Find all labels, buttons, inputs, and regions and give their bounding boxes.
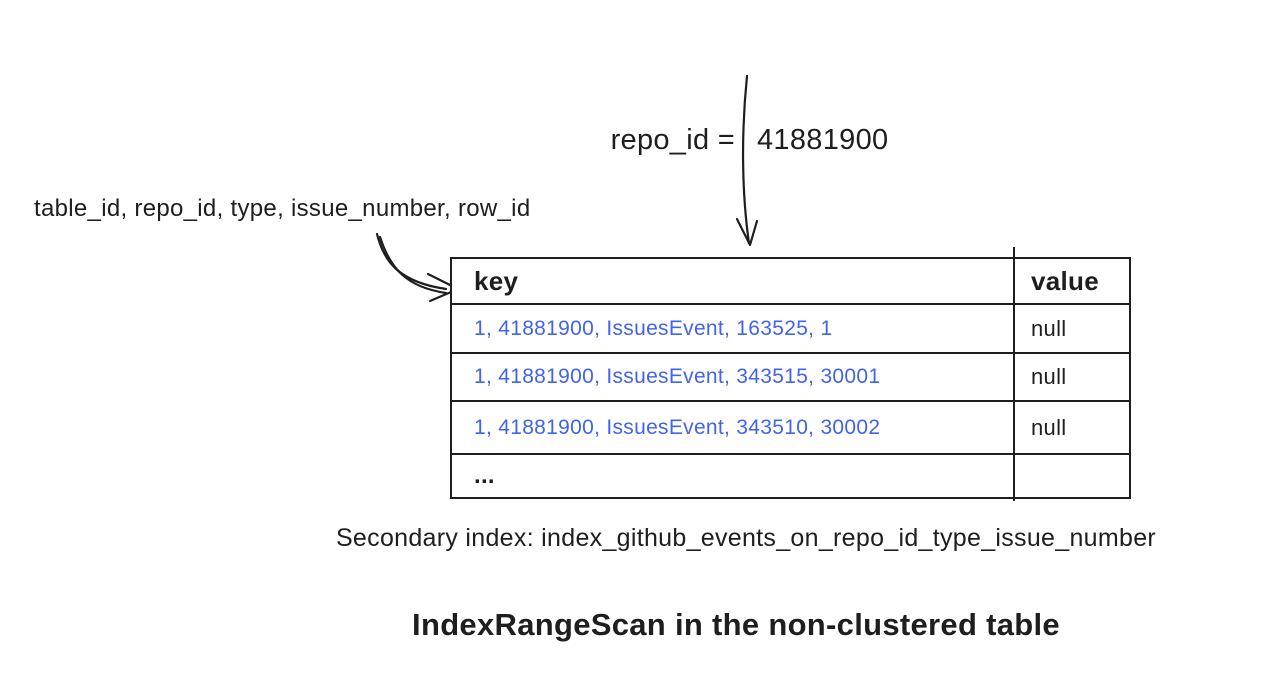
row-key: 1, 41881900, IssuesEvent, 343510, 30002 — [474, 415, 881, 439]
secondary-index-caption: Secondary index: index_github_events_on_… — [335, 524, 1157, 552]
column-divider-line — [1013, 247, 1015, 501]
diagram-title: IndexRangeScan in the non-clustered tabl… — [412, 607, 1060, 642]
row-key: 1, 41881900, IssuesEvent, 343515, 30001 — [474, 365, 881, 388]
table-header-row: key value — [450, 257, 1131, 305]
down-arrow-icon — [735, 74, 759, 247]
table-row: 1, 41881900, IssuesEvent, 163525, 1 null — [450, 303, 1131, 354]
row-key: 1, 41881900, IssuesEvent, 163525, 1 — [474, 316, 833, 340]
row-value: null — [1031, 315, 1067, 341]
row-value: null — [1031, 364, 1067, 389]
row-value: null — [1031, 414, 1067, 440]
index-columns-label: table_id, repo_id, type, issue_number, r… — [34, 195, 531, 222]
secondary-index-table: key value 1, 41881900, IssuesEvent, 1635… — [450, 257, 1131, 499]
curved-right-arrow-icon — [375, 232, 460, 303]
row-key: ... — [474, 462, 495, 489]
table-row: 1, 41881900, IssuesEvent, 343515, 30001 … — [450, 352, 1131, 402]
filter-field-label: repo_id = — [610, 124, 735, 156]
filter-value: 41881900 — [757, 124, 889, 156]
key-column-header: key — [474, 265, 519, 296]
table-row: 1, 41881900, IssuesEvent, 343510, 30002 … — [450, 400, 1131, 455]
value-column-header: value — [1031, 265, 1099, 296]
table-row: ... — [450, 453, 1131, 499]
